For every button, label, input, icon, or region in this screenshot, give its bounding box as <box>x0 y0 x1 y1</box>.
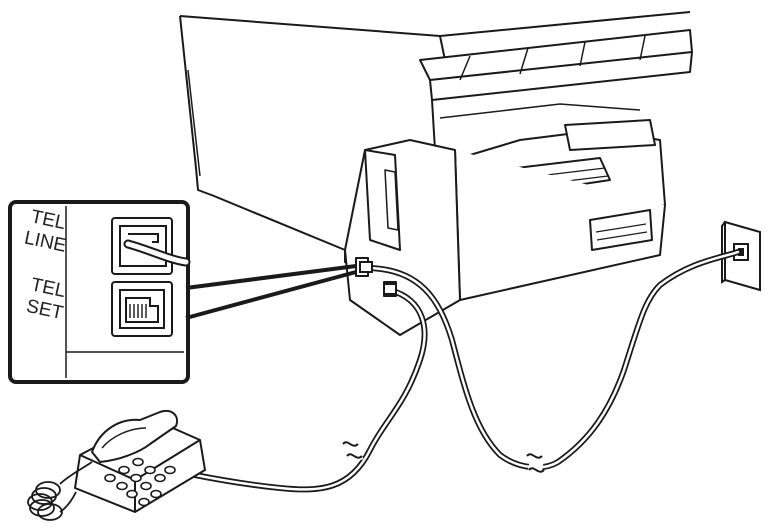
inset-tel-line-jack-icon <box>112 218 186 274</box>
cord-plugs <box>360 262 396 294</box>
jack-inset: TEL LINE TEL SET <box>10 202 188 382</box>
keypad <box>105 459 175 506</box>
coiled-cord <box>28 462 92 520</box>
telephone-icon <box>28 411 205 520</box>
fax-machine <box>180 12 692 335</box>
inset-callout-lines <box>186 266 356 318</box>
inset-tel-set-jack-icon <box>112 282 172 336</box>
cord-break-marks <box>343 438 545 478</box>
